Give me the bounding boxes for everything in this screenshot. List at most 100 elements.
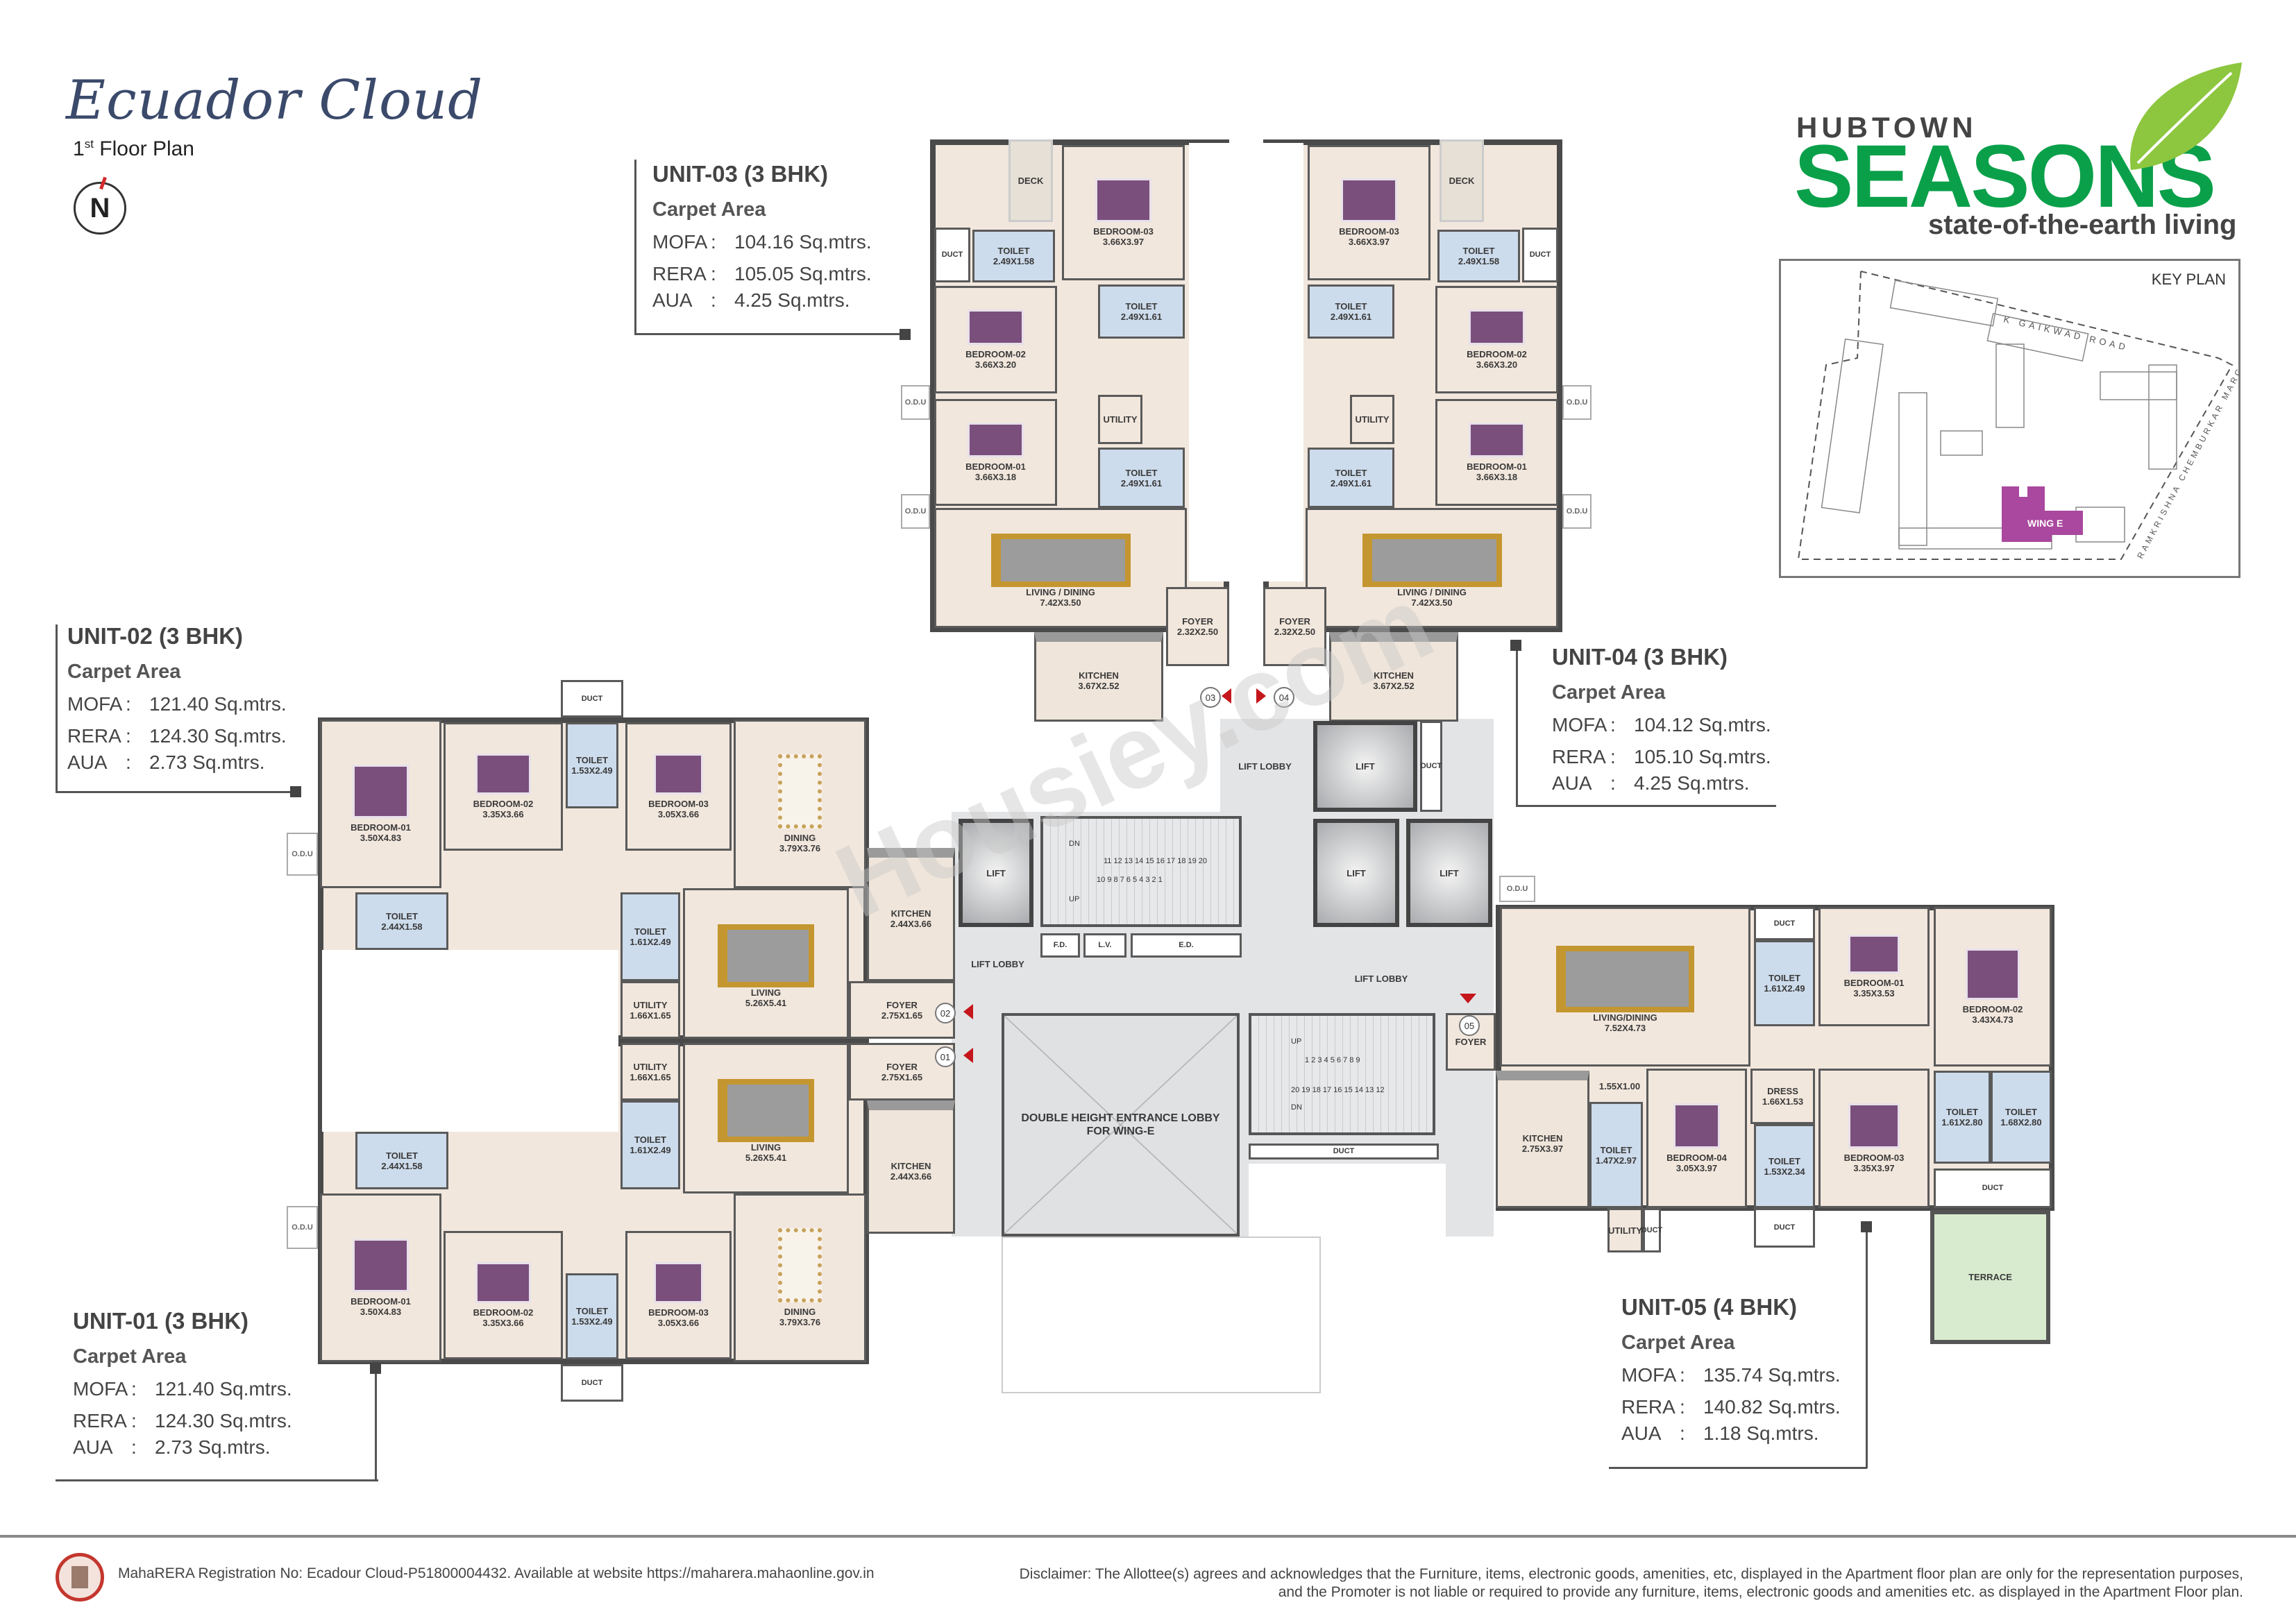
room-name: FOYER	[1182, 616, 1213, 627]
floor-text: Floor Plan	[99, 137, 194, 160]
room-name: FOYER	[1279, 616, 1310, 627]
area-row: RERA:105.05 Sq.mtrs.	[652, 263, 872, 284]
bed-icon	[1468, 309, 1526, 345]
room-dimensions: 2.49X1.61	[1330, 477, 1372, 488]
key-plan-title: KEY PLAN	[2151, 271, 2226, 288]
core-space: DUCT	[1420, 721, 1442, 812]
stair-label: 10 9 8 7 6 5 4 3 2 1	[1097, 876, 1163, 884]
room-name: DUCT	[581, 694, 603, 703]
area-key: RERA	[1552, 746, 1606, 767]
stair-label: 20 19 18 17 16 15 14 13 12	[1291, 1086, 1385, 1094]
room-name: BEDROOM-01	[351, 822, 411, 833]
maharera-seal-icon	[56, 1553, 104, 1601]
room-dimensions: 5.26X5.41	[745, 1153, 787, 1164]
core-label: E.D.	[1179, 941, 1194, 949]
north-label: N	[90, 192, 110, 223]
area-value: 2.73 Sq.mtrs.	[155, 1436, 271, 1458]
bed-icon	[353, 1238, 409, 1293]
unit-04-room: DECK	[1440, 139, 1484, 222]
area-row: AUA:4.25 Sq.mtrs.	[1552, 772, 1750, 794]
area-key: MOFA	[67, 693, 123, 715]
room-name: TOILET	[1125, 467, 1158, 478]
room-name: DUCT	[581, 1378, 603, 1387]
leader-marker	[370, 1363, 381, 1374]
unit-title: UNIT-03 (3 BHK)	[652, 161, 829, 187]
room-dimensions: 1.61X2.49	[1764, 983, 1805, 994]
unit-03-room: DUCT	[934, 228, 970, 282]
carpet-area-label: Carpet Area	[1621, 1332, 1735, 1354]
room-dimensions: 1.53X2.49	[571, 1316, 613, 1327]
area-key: RERA	[67, 725, 121, 747]
core-space: E.D.	[1131, 933, 1242, 958]
logo-brand: HUBTOWN	[1796, 111, 1977, 144]
room-name: BEDROOM-03	[1843, 1152, 1905, 1163]
unit-05-room: DUCT	[1754, 1208, 1815, 1248]
room-name: BEDROOM-01	[1467, 461, 1527, 473]
room-name: LIVING/DINING	[1593, 1012, 1657, 1023]
room-dimensions: 3.50X4.83	[360, 1307, 402, 1318]
room-dimensions: 3.50X4.83	[360, 833, 402, 844]
room-dimensions: 3.43X4.73	[1972, 1014, 2014, 1025]
room-dimensions: 1.53X2.34	[1764, 1166, 1805, 1177]
area-key: AUA	[73, 1436, 113, 1458]
unit-05-room: O.D.U	[1499, 876, 1535, 902]
room-dimensions: 1.61X2.80	[1941, 1117, 1983, 1128]
sofa-icon	[1555, 945, 1695, 1013]
bed-icon	[1965, 949, 2020, 1000]
room-name: DECK	[1018, 176, 1044, 186]
area-row: RERA:105.10 Sq.mtrs.	[1552, 746, 1771, 767]
dining-table-icon	[777, 754, 822, 829]
room-name: TOILET	[1462, 246, 1495, 256]
room-dimensions: 2.44X3.66	[890, 1171, 932, 1182]
room-name: DINING	[784, 1306, 816, 1317]
room-name: O.D.U	[904, 398, 927, 407]
entry-arrow-icon	[1222, 688, 1231, 704]
bed-icon	[1848, 935, 1900, 974]
north-compass-icon: N	[74, 176, 126, 235]
core-staircase	[1040, 816, 1242, 927]
room-name: LIVING / DINING	[1397, 586, 1467, 597]
floor-label: 1st Floor Plan	[73, 137, 194, 161]
key-plan-map: WING E K GAIKWAD ROAD RAMKRISHNA CHEMBUR…	[1797, 271, 2239, 560]
room-name: TERRACE	[1968, 1272, 2012, 1282]
area-key: MOFA	[1621, 1364, 1677, 1386]
carpet-area-label: Carpet Area	[73, 1345, 187, 1368]
room-dimensions: 2.32X2.50	[1274, 627, 1316, 637]
room-dimensions: 1.53X2.49	[571, 765, 613, 776]
room-name: DUCT	[1529, 250, 1551, 259]
key-plan-wing-label: WING E	[2027, 518, 2063, 529]
room-name: DUCT	[1641, 1225, 1663, 1234]
bed-icon	[475, 1261, 531, 1304]
core-label: LIFT LOBBY	[1238, 761, 1292, 772]
room-dimensions: 1.66X1.53	[1762, 1096, 1804, 1107]
room-dimensions: 7.52X4.73	[1604, 1023, 1646, 1034]
bed-icon	[1848, 1103, 1900, 1148]
room-dimensions: 3.05X3.66	[657, 1318, 700, 1329]
dining-table-icon	[777, 1228, 822, 1302]
room-dimensions: 1.66X1.65	[630, 1010, 671, 1021]
room-dimensions: 1.68X2.80	[2000, 1117, 2042, 1128]
room-name: DUCT	[941, 250, 963, 259]
room-dimensions: 2.49X1.61	[1120, 312, 1163, 322]
stair-label: UP	[1291, 1037, 1302, 1046]
unit-01-room: DUCT	[561, 1364, 623, 1402]
